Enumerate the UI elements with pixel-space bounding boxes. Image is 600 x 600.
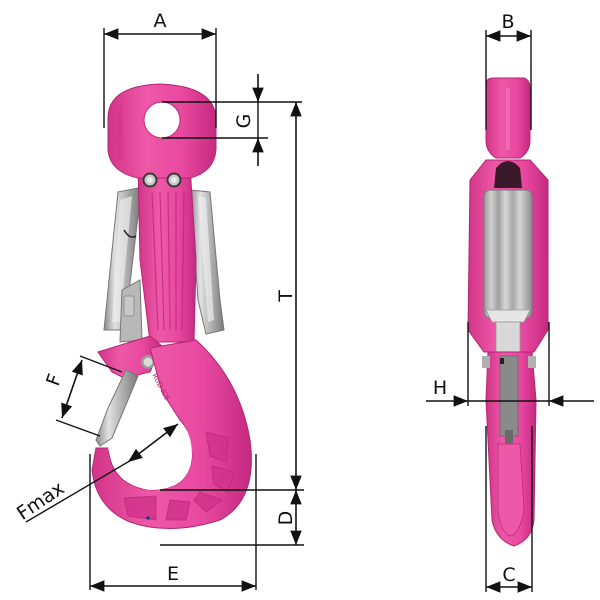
rivets [142,172,182,188]
label-A: A [154,10,167,32]
latch-spring-right [189,189,225,335]
side-slot [494,161,522,188]
label-E: E [167,563,179,585]
eye-hole [143,101,181,139]
side-view [467,77,549,547]
latch-spring-cylinder [483,189,533,319]
label-G: G [233,114,255,129]
label-Fmax: Fmax [13,477,69,525]
spring-stem [495,321,521,357]
shank-ribs [151,191,185,331]
hook-shank [137,164,197,343]
label-C: C [502,564,515,586]
marking-plate [123,295,135,317]
side-dimensions: B H C [426,11,594,593]
label-H: H [433,377,447,399]
latch-gate [95,369,139,447]
side-latch-gate [499,355,519,437]
label-D: D [275,511,297,526]
hook-pockets [123,431,235,521]
label-F: F [42,371,66,389]
label-B: B [501,11,514,33]
label-T: T [275,290,297,303]
marking-dot [146,516,150,520]
dimension-Fmax [127,423,179,463]
dimension-F [61,359,83,419]
front-view: RUD-ICE [91,83,252,529]
